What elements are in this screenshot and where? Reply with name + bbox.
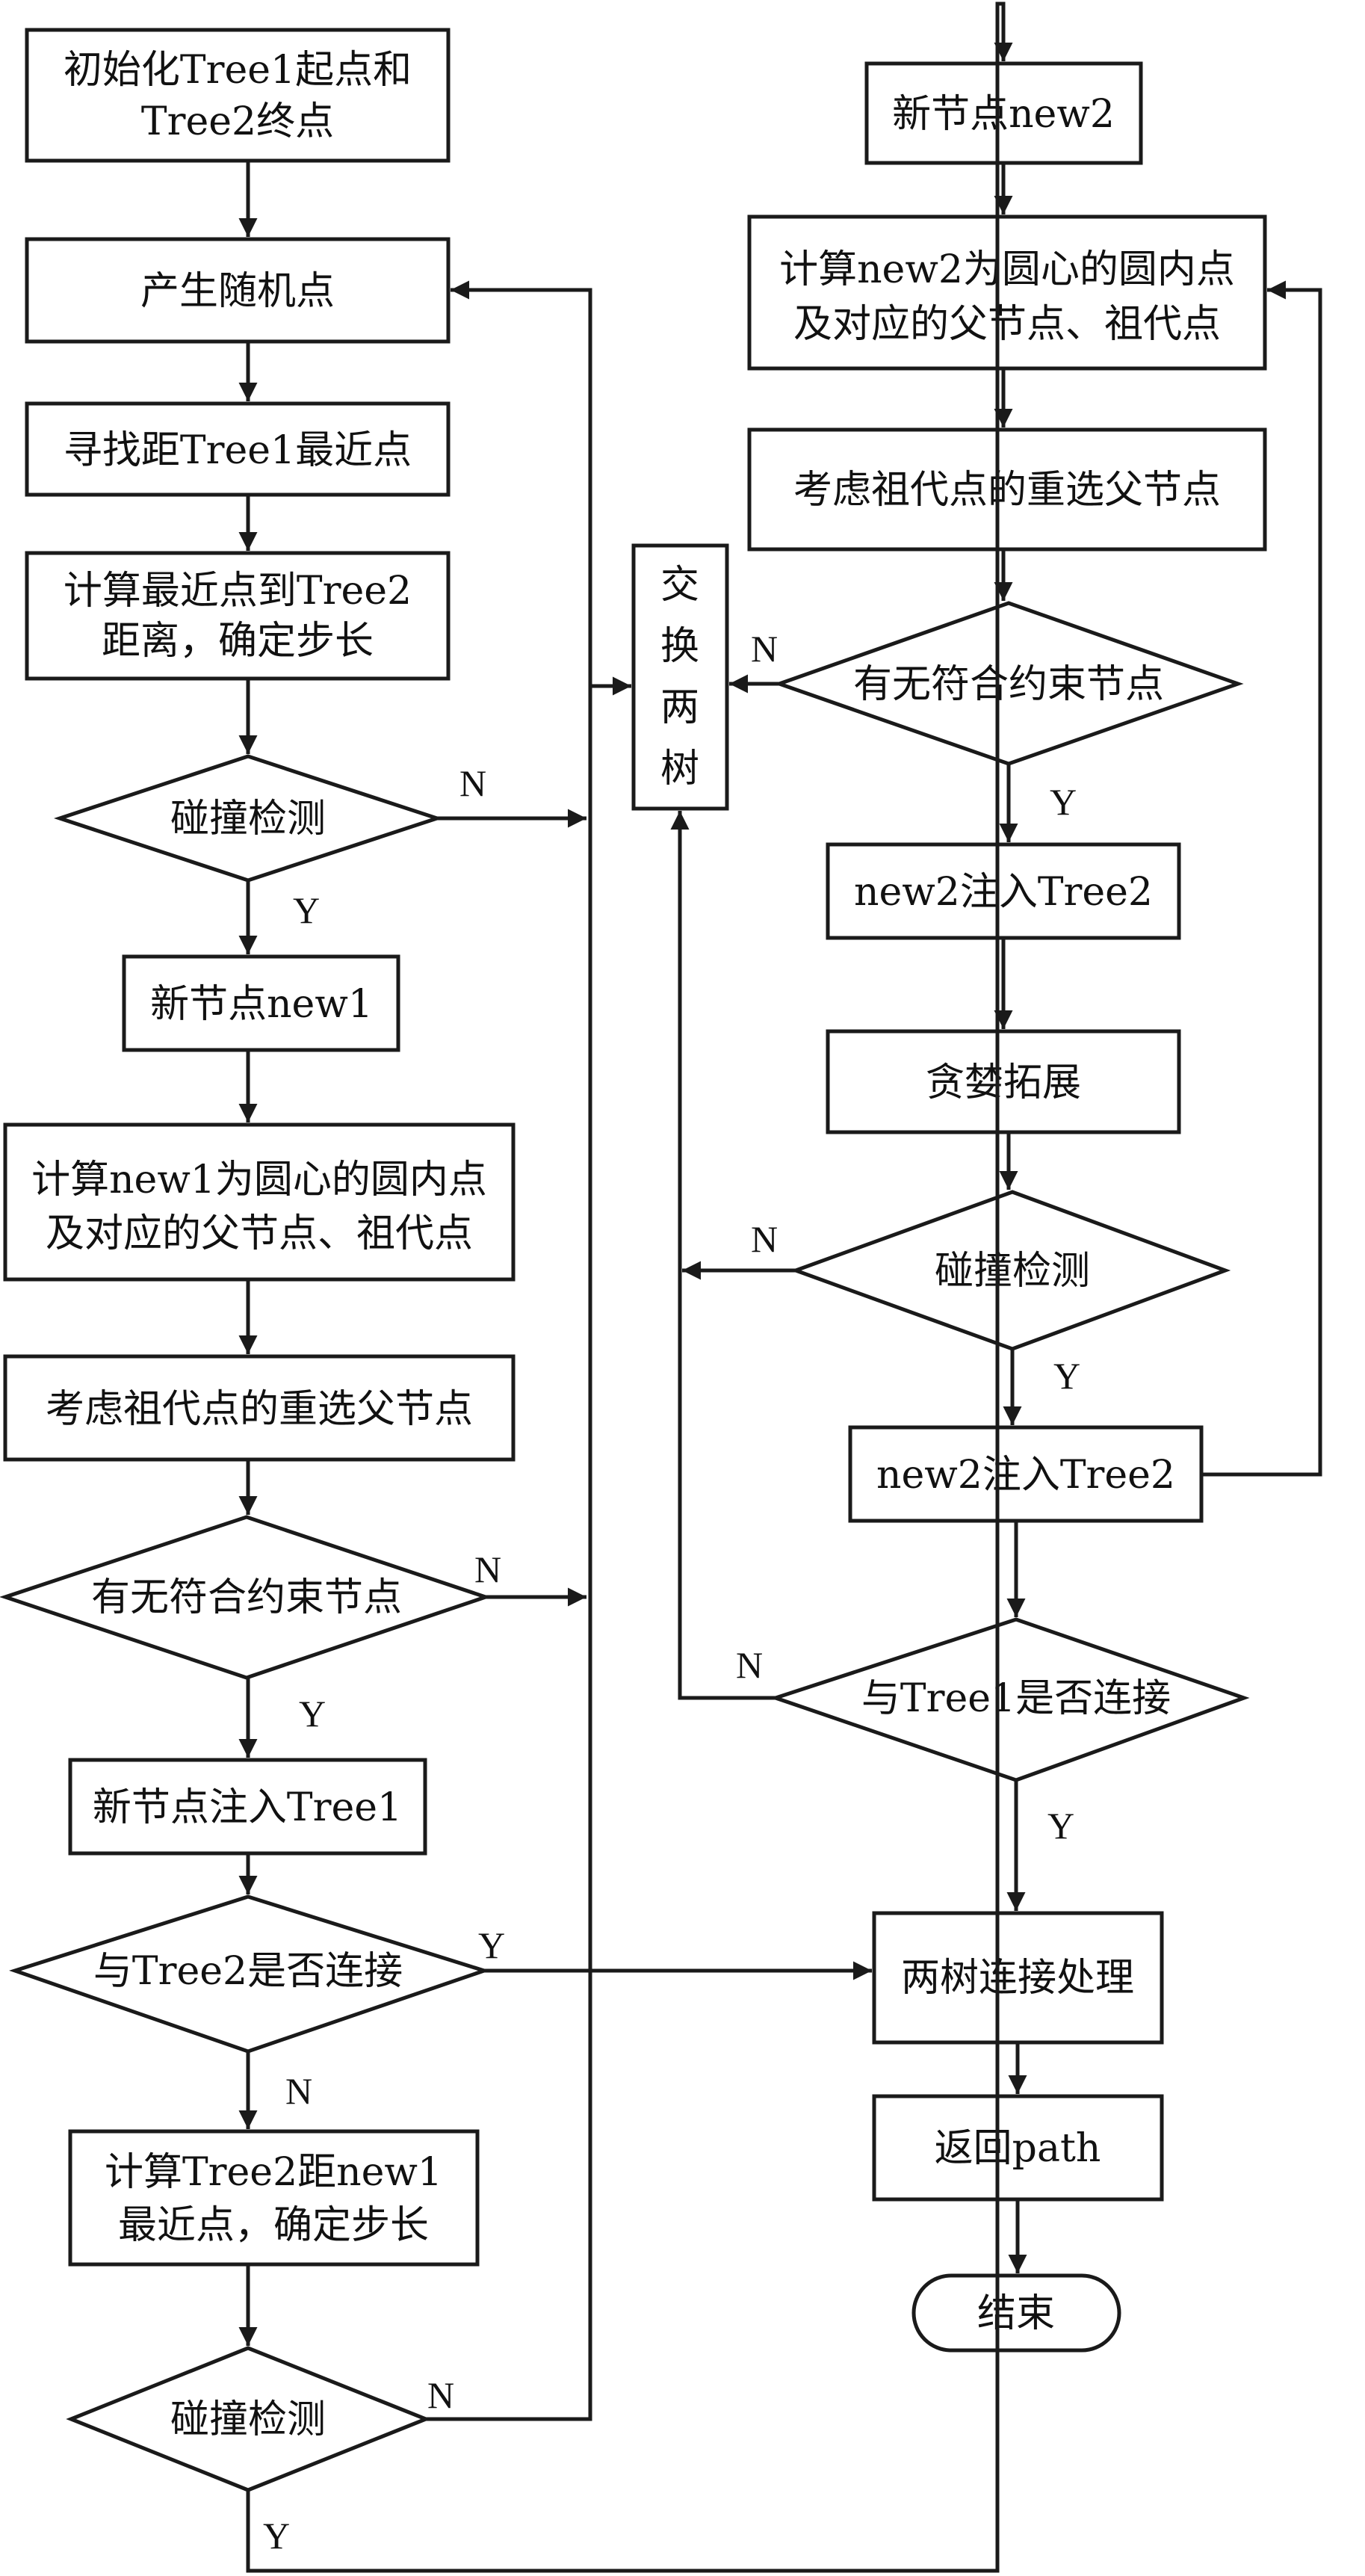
insert-tree1-label: 新节点注入Tree1 [93, 1785, 402, 1830]
label-connect2-no: N [285, 2070, 312, 2112]
label-connect1-no: N [736, 1644, 763, 1686]
new-node1-label: 新节点new1 [150, 982, 373, 1027]
greedy-extend-label: 贪婪拓展 [926, 1060, 1081, 1105]
label-constraint2-no: N [751, 628, 778, 670]
label-constraint1-yes: Y [299, 1693, 326, 1735]
constraint1-label: 有无符合约束节点 [91, 1575, 402, 1620]
step1-box [25, 551, 451, 681]
connect-process-label: 两树连接处理 [901, 1956, 1134, 2001]
return-path-label: 返回path [935, 2126, 1101, 2171]
new-node2-label: 新节点new2 [892, 92, 1115, 137]
label-constraint1-no: N [474, 1548, 501, 1590]
new-node1-box [122, 954, 400, 1052]
circle1-box [3, 1122, 516, 1282]
label-constraint2-yes: Y [1050, 781, 1077, 823]
reparent2-box [747, 427, 1267, 552]
reparent1-label: 考虑祖代点的重选父节点 [46, 1387, 473, 1432]
greedy-extend-box [826, 1029, 1181, 1134]
label-collision3-yes: Y [1053, 1355, 1080, 1397]
swap-trees-char-1: 交 [660, 563, 699, 608]
step1-label-2: 距离，确定步长 [102, 619, 374, 664]
reparent2-label: 考虑祖代点的重选父节点 [793, 468, 1221, 513]
init-label-2: Tree2终点 [141, 99, 334, 144]
constraint2-label: 有无符合约束节点 [853, 662, 1164, 707]
random-point-label: 产生随机点 [140, 269, 335, 314]
end-label: 结束 [977, 2291, 1055, 2336]
step2-box [68, 2129, 480, 2267]
reparent1-box [3, 1354, 516, 1462]
nearest-tree1-label: 寻找距Tree1最近点 [64, 428, 412, 473]
label-connect2-yes: Y [478, 1924, 505, 1966]
edge-collision2-yes [246, 1, 1013, 2573]
collision1-label: 碰撞检测 [170, 797, 326, 841]
connect-tree2-label: 与Tree2是否连接 [93, 1949, 403, 1994]
label-collision1-yes: Y [293, 889, 320, 931]
swap-trees-char-4: 树 [660, 747, 699, 791]
label-collision2-no: N [427, 2374, 454, 2416]
step2-label-2: 最近点，确定步长 [118, 2203, 429, 2248]
circle2-box [747, 214, 1267, 371]
connect-process-box [872, 1911, 1164, 2045]
edge-insert2b-loop [1201, 280, 1322, 1477]
collision2-label: 碰撞检测 [170, 2397, 326, 2442]
insert-tree2-a-label: new2注入Tree2 [854, 870, 1153, 915]
circle2-label-2: 及对应的父节点、祖代点 [793, 302, 1221, 347]
collision3-label: 碰撞检测 [935, 1249, 1090, 1294]
edge-connect1-no [670, 811, 776, 1700]
new-node2-box [864, 61, 1143, 165]
step1-label-1: 计算最近点到Tree2 [64, 569, 412, 614]
circle2-label-1: 计算new2为圆心的圆内点 [779, 247, 1235, 292]
edge-collision2-no [426, 280, 592, 2421]
init-label-1: 初始化Tree1起点和 [64, 48, 412, 93]
connect-tree1-label: 与Tree1是否连接 [861, 1676, 1171, 1721]
circle1-label-2: 及对应的父节点、祖代点 [46, 1211, 473, 1256]
label-collision3-no: N [751, 1218, 778, 1260]
label-connect1-yes: Y [1047, 1805, 1074, 1847]
init-box [25, 28, 451, 163]
swap-trees-box [631, 543, 729, 811]
end-terminal [911, 2273, 1121, 2353]
insert-tree2-b-box [848, 1425, 1204, 1523]
step2-label-1: 计算Tree2距new1 [105, 2150, 442, 2195]
swap-trees-char-2: 换 [660, 624, 699, 669]
swap-trees-char-3: 两 [660, 685, 699, 730]
insert-tree2-b-label: new2注入Tree2 [876, 1453, 1175, 1498]
insert-tree2-a-box [826, 842, 1181, 940]
label-collision1-no: N [459, 762, 486, 804]
random-point-box [25, 237, 451, 344]
nearest-tree1-box [25, 401, 451, 497]
label-collision2-yes: Y [263, 2515, 290, 2557]
circle1-label-1: 计算new1为圆心的圆内点 [31, 1158, 487, 1202]
